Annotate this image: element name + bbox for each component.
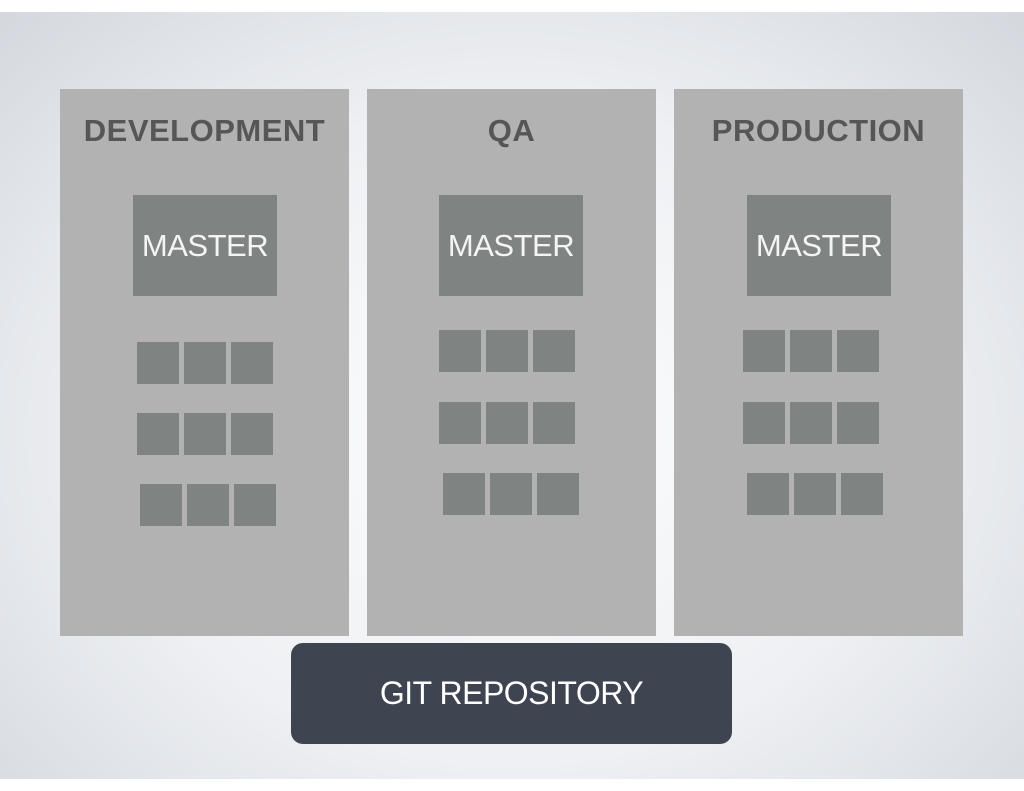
worker-node (490, 473, 532, 515)
worker-node (837, 402, 879, 444)
worker-node (790, 402, 832, 444)
worker-node (790, 330, 832, 372)
environment-title: PRODUCTION (711, 113, 926, 148)
worker-node (841, 473, 883, 515)
worker-node (533, 402, 575, 444)
worker-node (486, 402, 528, 444)
worker-node (533, 330, 575, 372)
diagram-canvas: DEVELOPMENT MASTER QA MASTER (0, 12, 1024, 779)
environment-development: DEVELOPMENT MASTER (60, 89, 349, 636)
worker-node (743, 402, 785, 444)
environment-production: PRODUCTION MASTER (674, 89, 963, 636)
worker-node (184, 413, 226, 455)
master-node: MASTER (133, 195, 277, 296)
worker-node (234, 484, 276, 526)
worker-node (794, 473, 836, 515)
worker-node (439, 402, 481, 444)
git-repository: GIT REPOSITORY (291, 643, 732, 744)
worker-node (837, 330, 879, 372)
worker-node (184, 342, 226, 384)
worker-node (439, 330, 481, 372)
worker-node (537, 473, 579, 515)
environment-title: QA (487, 113, 536, 148)
worker-node (747, 473, 789, 515)
worker-node (231, 342, 273, 384)
worker-node (187, 484, 229, 526)
environment-title: DEVELOPMENT (83, 113, 326, 148)
worker-node (137, 342, 179, 384)
worker-node (443, 473, 485, 515)
master-node: MASTER (747, 195, 891, 296)
worker-node (231, 413, 273, 455)
worker-node (743, 330, 785, 372)
master-node: MASTER (439, 195, 583, 296)
environment-qa: QA MASTER (367, 89, 656, 636)
worker-node (137, 413, 179, 455)
worker-node (140, 484, 182, 526)
worker-node (486, 330, 528, 372)
